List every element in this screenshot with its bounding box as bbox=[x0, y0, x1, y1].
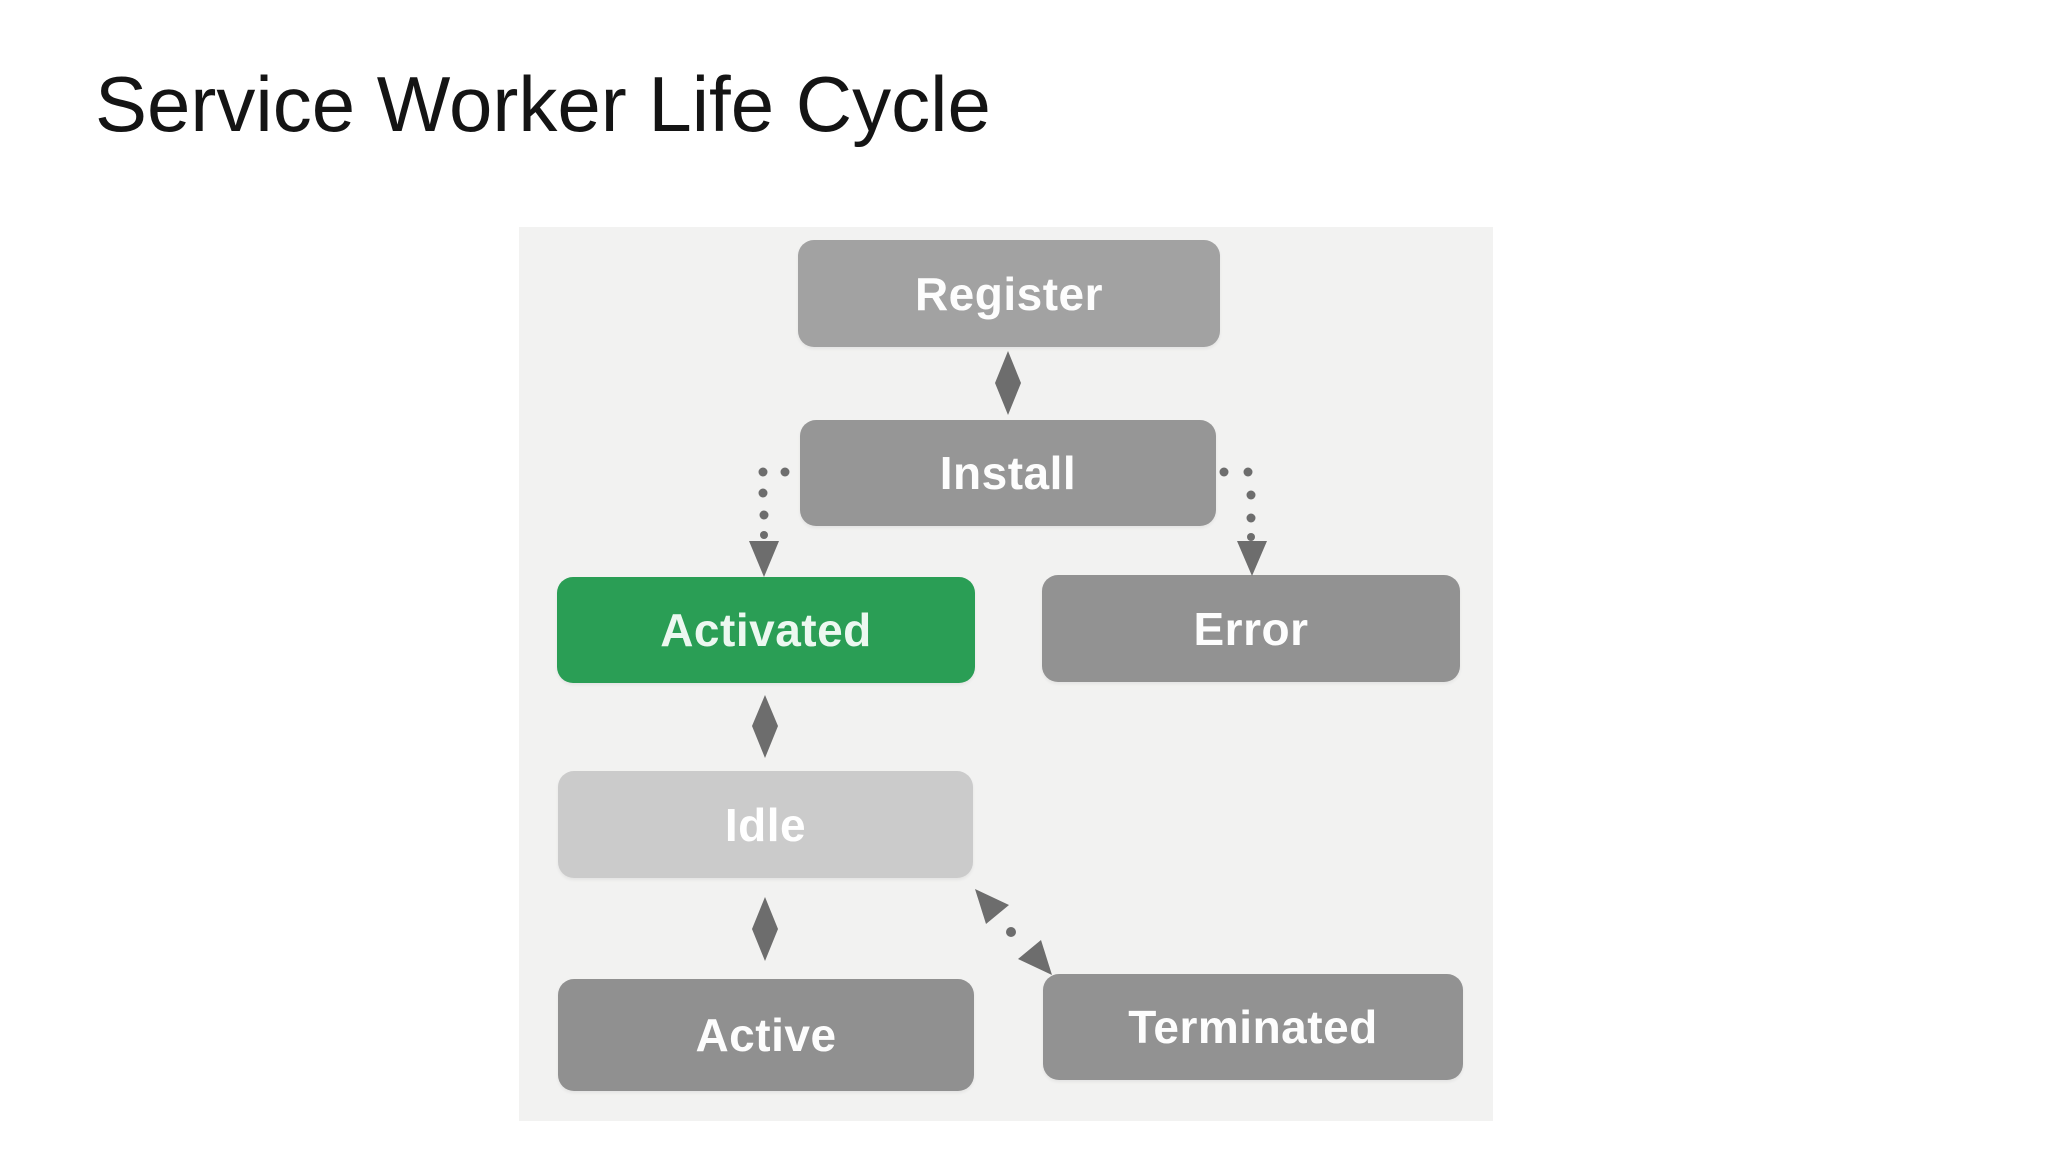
node-active: Active bbox=[558, 979, 974, 1091]
node-error: Error bbox=[1042, 575, 1460, 682]
node-terminated: Terminated bbox=[1043, 974, 1463, 1080]
node-register: Register bbox=[798, 240, 1220, 347]
node-idle: Idle bbox=[558, 771, 973, 878]
node-activated: Activated bbox=[557, 577, 975, 683]
page-title: Service Worker Life Cycle bbox=[95, 60, 991, 148]
node-install: Install bbox=[800, 420, 1216, 526]
